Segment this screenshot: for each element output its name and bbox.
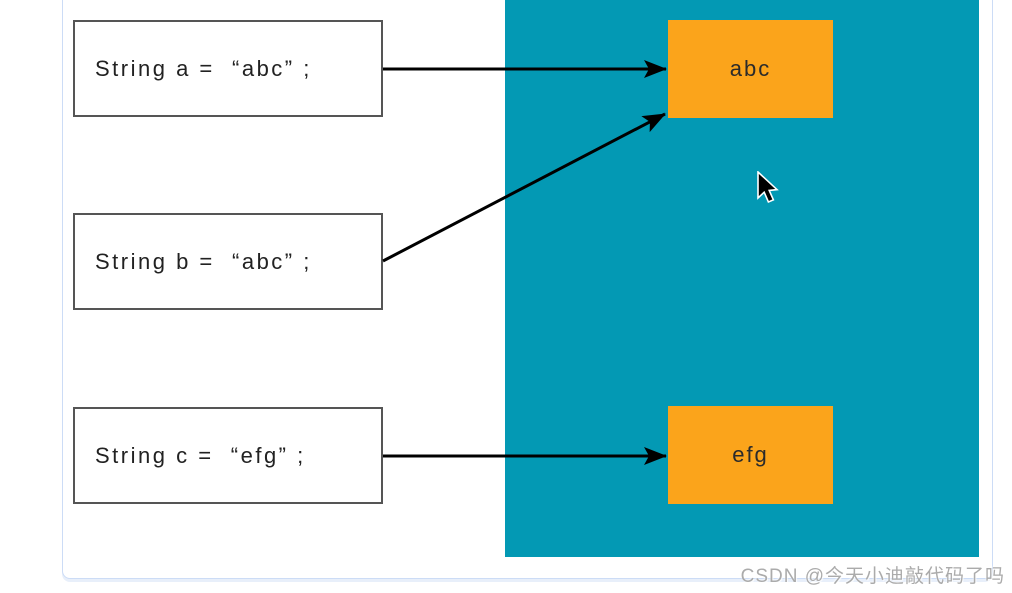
code-box-string-c: String c = “efg” ; (73, 407, 383, 504)
code-text-c: String c = “efg” ; (95, 442, 306, 468)
code-text-a: String a = “abc” ; (95, 55, 312, 81)
code-box-string-a: String a = “abc” ; (73, 20, 383, 117)
code-box-string-b: String b = “abc” ; (73, 213, 383, 310)
pool-object-abc: abc (668, 20, 833, 118)
pool-object-efg: efg (668, 406, 833, 504)
pool-object-abc-label: abc (729, 56, 772, 81)
csdn-watermark: CSDN @今天小迪敲代码了吗 (740, 566, 1005, 587)
pool-object-efg-label: efg (732, 442, 769, 467)
code-text-b: String b = “abc” ; (95, 248, 312, 274)
